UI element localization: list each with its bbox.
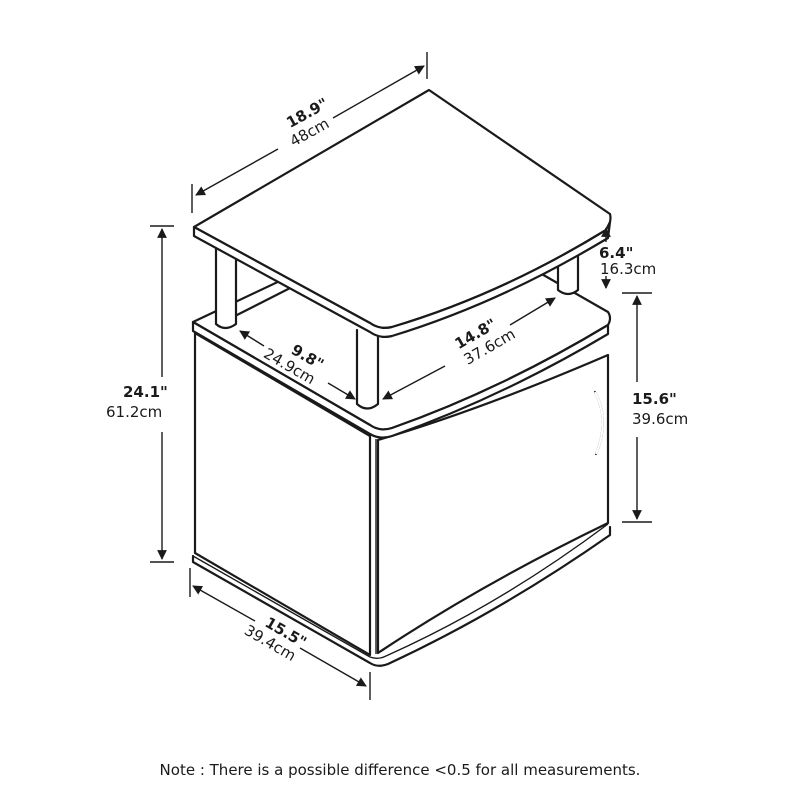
- dim-line-top-width: [332, 65, 425, 119]
- dim-line-inner-depth: [239, 330, 265, 347]
- label-total-height-cm: 61.2cm: [106, 403, 162, 421]
- dim-line-inner-width: [509, 297, 556, 326]
- dim-line-depth: [299, 647, 367, 687]
- label-cabinet-height-cm: 39.6cm: [632, 410, 688, 428]
- label-shelf-height-cm: 16.3cm: [600, 260, 656, 278]
- dim-line-top-width: [195, 148, 279, 196]
- top-shelf-edge: [192, 220, 612, 338]
- dim-line-depth: [192, 585, 256, 622]
- measurement-note: Note : There is a possible difference <0…: [159, 761, 641, 779]
- cabinet-top-slab-edge: [191, 320, 610, 439]
- dim-line-inner-width: [382, 365, 446, 400]
- base-plinth: [191, 525, 612, 667]
- furniture-drawing: [191, 88, 612, 667]
- label-cabinet-height-in: 15.6": [632, 390, 677, 408]
- leg-front: [355, 328, 380, 410]
- cabinet-door: [376, 353, 610, 655]
- label-shelf-height-in: 6.4": [599, 244, 633, 262]
- leg-back-left: [214, 244, 238, 330]
- dim-line-inner-depth: [327, 382, 356, 400]
- label-total-height-in: 24.1": [123, 383, 168, 401]
- dimension-lines: [150, 52, 652, 700]
- base-plinth-top-edge: [192, 523, 609, 659]
